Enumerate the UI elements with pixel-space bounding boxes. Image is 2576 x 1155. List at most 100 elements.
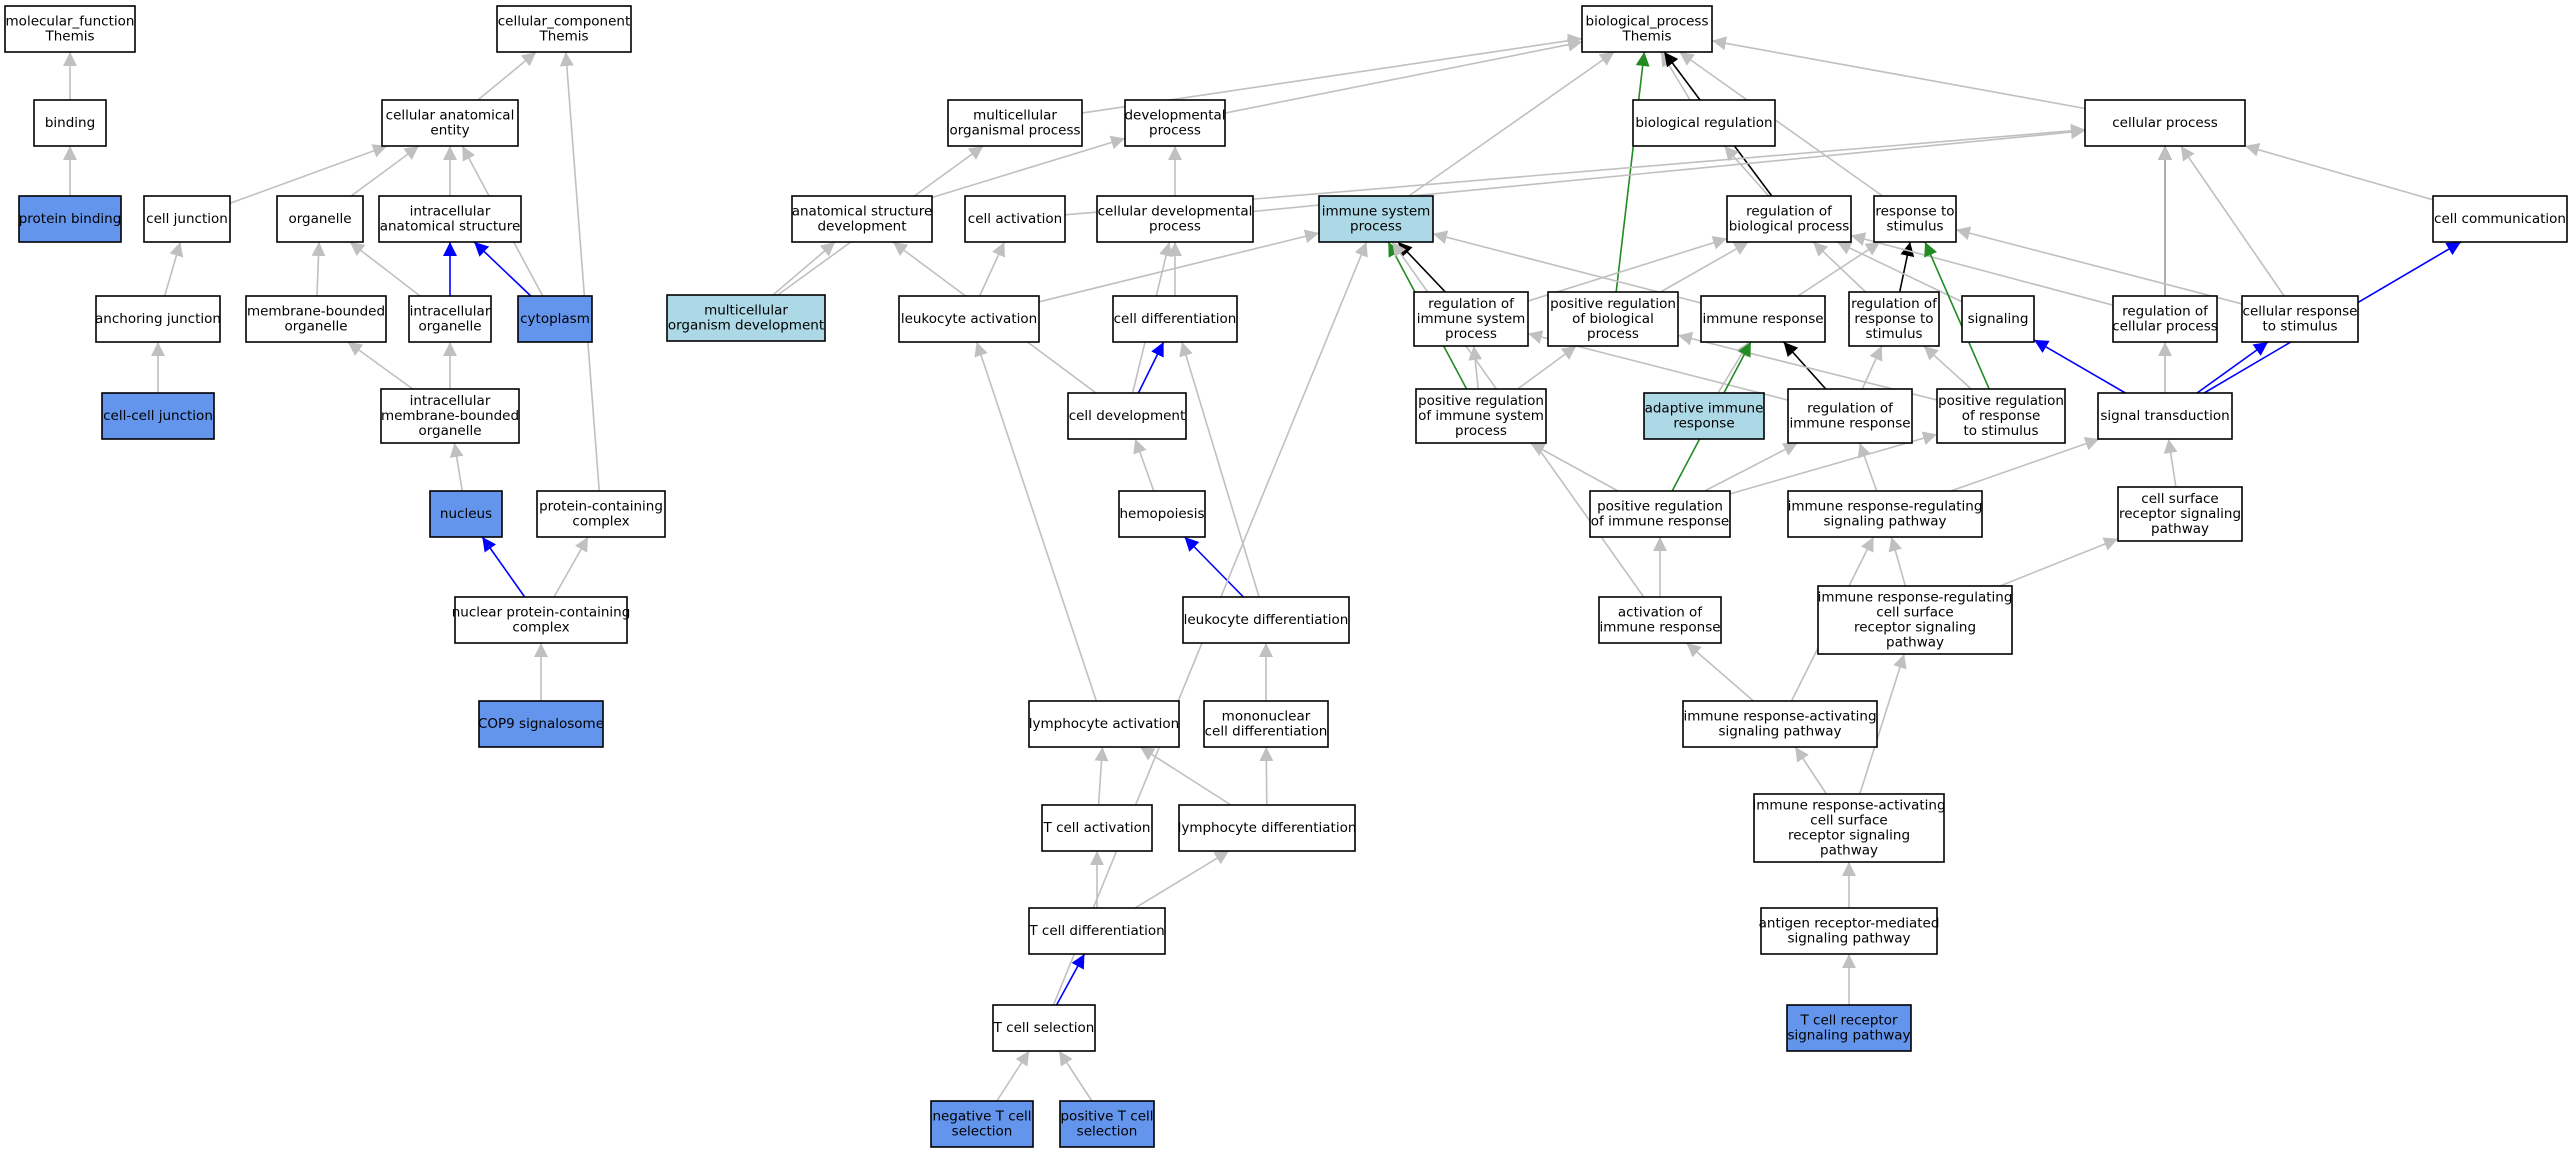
node-tcelldiff[interactable]: T cell differentiation [1028,907,1166,955]
node-box [1028,700,1180,748]
node-hemo[interactable]: hemopoiesis [1118,490,1206,538]
edge-asd-to-devproc [931,135,1126,199]
edge-tcelldiff-to-lymphdiff [1134,850,1230,909]
node-box [1413,291,1529,347]
node-protbind[interactable]: protein binding [18,195,122,243]
node-celldev[interactable]: cell development [1067,392,1187,440]
edge-cellproc-to-bp [1711,36,2086,110]
node-label-line: membrane-bounded [381,408,519,424]
edge-regrts-to-regbp [1812,241,1867,293]
node-binding[interactable]: binding [33,99,107,147]
node-box [947,99,1083,147]
edge-negtsel-to-tcellsel [996,1050,1030,1102]
edge-celljunc-to-cae [229,144,388,205]
node-lymphdiff[interactable]: lymphocyte differentiation [1178,804,1357,852]
node-cellproc[interactable]: cellular process [2084,99,2246,147]
node-label-line: process [1149,219,1201,235]
node-immresp[interactable]: immune response [1700,295,1826,343]
node-label-line: process [1149,123,1201,139]
node-label-line: cellular_component [498,14,630,30]
node-leukdiff[interactable]: leukocyte differentiation [1182,596,1350,644]
node-sigtrans[interactable]: signal transduction [2097,392,2233,440]
node-box [1581,5,1713,53]
edge-devproc-to-bp [1224,37,1583,114]
node-ccjunc[interactable]: cell-cell junction [101,392,215,440]
edge-iracs-to-irasp [1794,746,1828,795]
node-signaling[interactable]: signaling [1961,295,2035,343]
node-tcellact[interactable]: T cell activation [1041,804,1153,852]
edge-mbo-to-organelle [311,241,326,297]
node-box [2112,295,2218,343]
edge-nucleus-to-imbo [449,442,464,492]
node-label-line: selection [1077,1124,1138,1140]
node-label-line: protein binding [19,211,122,227]
node-cop9[interactable]: COP9 signalosome [478,700,604,748]
node-label-line: cell development [1069,408,1186,424]
node-tcellsel[interactable]: T cell selection [992,1004,1096,1052]
node-label-line: anatomical structure [380,219,521,235]
node-organelle[interactable]: organelle [276,195,364,243]
node-box [1067,392,1187,440]
node-cytoplasm[interactable]: cytoplasm [517,295,593,343]
node-box [2117,486,2243,542]
node-cellact[interactable]: cell activation [964,195,1066,243]
node-label-line: organelle [418,319,481,335]
node-celldiff[interactable]: cell differentiation [1112,295,1238,343]
node-label-line: signaling [1968,311,2029,327]
node-box [1682,700,1878,748]
node-cellcomm[interactable]: cell communication [2432,195,2568,243]
node-lymphact[interactable]: lymphocyte activation [1028,700,1180,748]
node-anchjunc[interactable]: anchoring junction [95,295,221,343]
node-celljunc[interactable]: cell junction [143,195,231,243]
node-label-line: to stimulus [1964,423,2039,439]
edge-cae-to-cc [477,51,537,101]
edge-irrsp-to-sigtrans [1950,437,2100,492]
node-label-line: regulation of [1746,204,1833,220]
node-leukact[interactable]: leukocyte activation [898,295,1040,343]
edge-imbo-to-mbo [347,341,414,390]
node-nucleus[interactable]: nucleus [429,490,503,538]
edge-posregir-to-posregisp [1529,442,1619,492]
edge-sigtrans-to-signaling [2033,339,2126,394]
node-bioreg[interactable]: biological regulation [1632,99,1776,147]
